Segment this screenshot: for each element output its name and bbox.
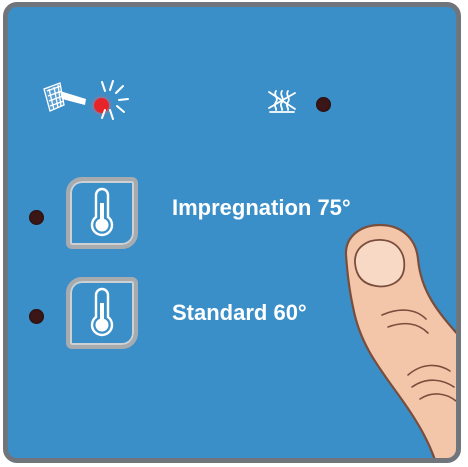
- pressing-finger: [8, 7, 461, 463]
- control-panel: Impregnation 75° Standard 60°: [3, 2, 461, 463]
